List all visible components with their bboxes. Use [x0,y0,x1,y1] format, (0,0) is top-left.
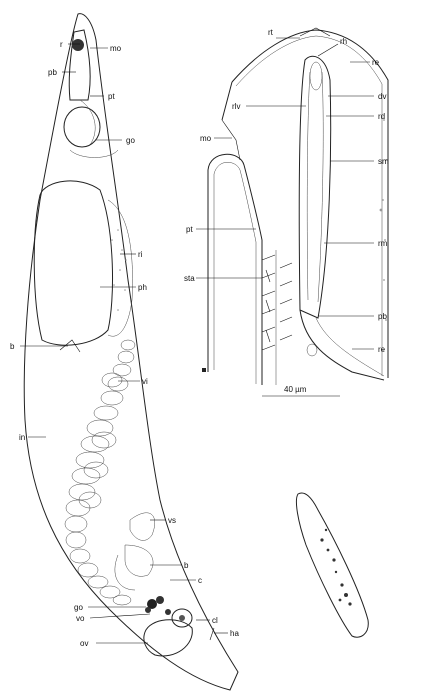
label-rm: rm [378,239,388,248]
haptor-hook [209,627,215,641]
label-vs: vs [168,516,176,525]
label-rt: rt [268,28,274,37]
pharynx [33,180,133,353]
label-rlv: rlv [232,102,240,111]
label-sta: sta [184,274,195,283]
label-rd: rd [378,112,385,121]
label-rh: rh [340,37,347,46]
label-vo: vo [76,614,85,623]
right-labels: rt rh re dv rd rlv mo sm pt rm sta pb re [184,28,389,354]
anterior-detail [202,27,389,385]
label-ov: ov [80,639,88,648]
label-r: r [60,40,63,49]
label-pb-right: pb [378,312,387,321]
body-outline [23,13,239,691]
gonad-upper [63,106,101,148]
vesicle-bursa [114,512,155,591]
label-pb: pb [48,68,57,77]
label-b: b [10,342,15,351]
label-mo: mo [110,44,122,53]
mouth-dark-mass [72,39,84,51]
label-b-lower: b [184,561,189,570]
label-in: in [19,433,25,442]
label-dv: dv [378,92,386,101]
vitellarium [64,339,136,606]
label-vi: vi [142,377,148,386]
label-go-lower: go [74,603,83,612]
small-specimen [295,492,369,638]
proboscis-region [68,29,96,146]
label-re-lower: re [378,345,386,354]
label-c: c [198,576,202,585]
scale-bar-label: 40 µm [284,385,307,394]
ovary [143,608,193,657]
genital-atrium [145,596,171,615]
label-cl: cl [212,616,218,625]
label-pt-right: pt [186,225,193,234]
label-sm: sm [378,157,389,166]
scale-bar: 40 µm [262,385,340,397]
label-go: go [126,136,135,145]
label-ha: ha [230,629,239,638]
label-re: re [372,58,380,67]
left-labels: r mo pb pt go ri ph b vi in vs b c go vo… [10,40,239,648]
label-pt: pt [108,92,115,101]
label-ri: ri [138,250,143,259]
label-ph: ph [138,283,147,292]
label-mo-right: mo [200,134,212,143]
